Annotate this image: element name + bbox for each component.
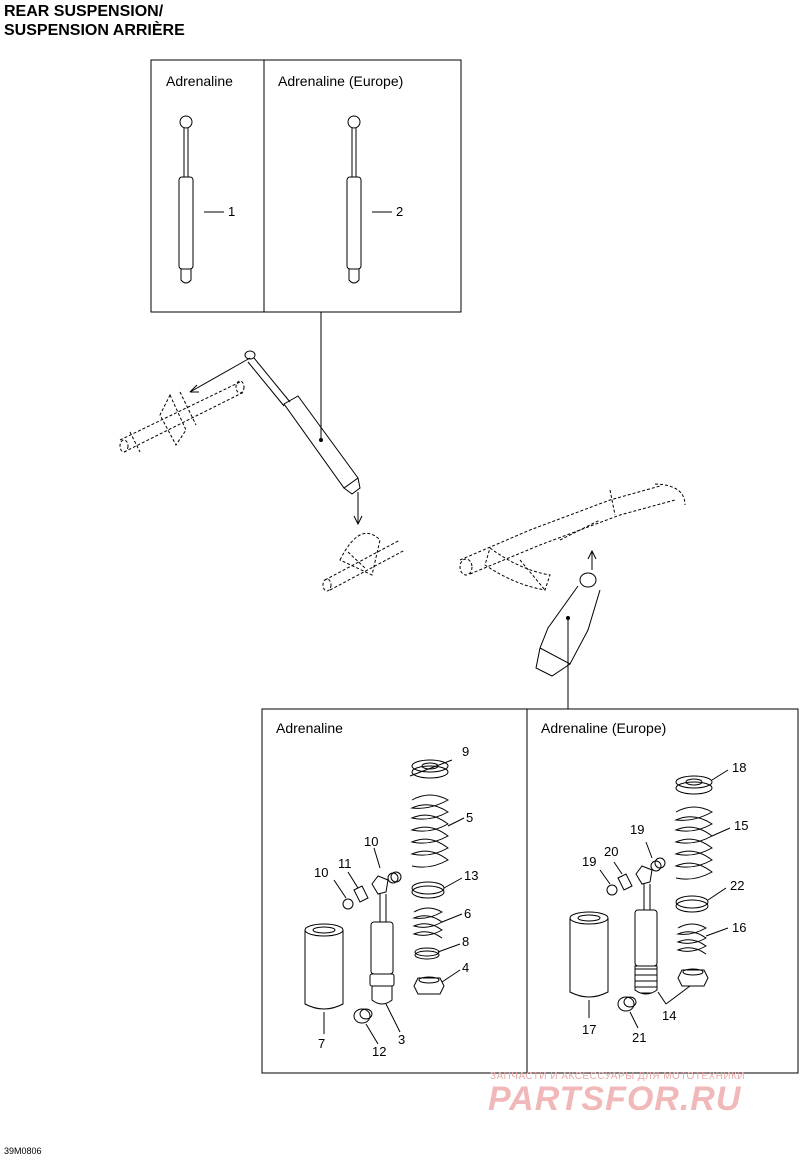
- watermark: ЗАПЧАСТИ И АКСЕССУАРЫ ДЛЯ МОТОТЕХНИКИ PA…: [488, 1071, 745, 1118]
- front-shock-part-2[interactable]: [346, 115, 362, 284]
- callout-2: 2: [396, 204, 403, 219]
- callout-14: 14: [662, 1008, 676, 1023]
- callout-11: 11: [338, 856, 352, 871]
- rear-arm-assembly: [459, 483, 686, 677]
- top-right-header: Adrenaline (Europe): [278, 73, 403, 89]
- callout-21: 21: [632, 1030, 646, 1045]
- rear-shock-box: Adrenaline Adrenaline (Europe): [261, 708, 799, 1074]
- part-19-bushing[interactable]: [606, 857, 666, 896]
- front-arm-assembly: [119, 350, 406, 592]
- part-7-boot[interactable]: [304, 923, 344, 1010]
- part-22-ring[interactable]: [675, 895, 709, 913]
- title-line-fr: SUSPENSION ARRIÈRE: [4, 22, 185, 39]
- top-shock-box: Adrenaline Adrenaline (Europe) 1 2: [150, 59, 462, 313]
- page-title: REAR SUSPENSION/ SUSPENSION ARRIÈRE: [4, 2, 185, 40]
- callout-8: 8: [462, 934, 469, 949]
- front-shock-part-1[interactable]: [178, 115, 194, 284]
- part-17-boot[interactable]: [569, 911, 609, 998]
- callout-13: 13: [464, 868, 478, 883]
- top-left-header: Adrenaline: [166, 73, 233, 89]
- callout-20: 20: [604, 844, 618, 859]
- callout-18: 18: [732, 760, 746, 775]
- part-14-adjuster[interactable]: [677, 968, 709, 987]
- part-9-retainer[interactable]: [411, 759, 449, 779]
- part-4-adjuster[interactable]: [413, 976, 445, 995]
- part-15-spring[interactable]: [674, 806, 714, 880]
- part-3-shock[interactable]: [369, 872, 399, 1005]
- callout-15: 15: [734, 818, 748, 833]
- callout-12: 12: [372, 1044, 386, 1059]
- title-line-en: REAR SUSPENSION/: [4, 3, 164, 20]
- callout-10b: 10: [314, 865, 328, 880]
- part-18-retainer[interactable]: [675, 775, 713, 795]
- callout-7: 7: [318, 1036, 325, 1051]
- callout-19a: 19: [630, 822, 644, 837]
- part-16-spring[interactable]: [676, 923, 708, 955]
- callout-5: 5: [466, 810, 473, 825]
- part-20-sleeve[interactable]: [617, 873, 633, 891]
- bottom-left-header: Adrenaline: [276, 720, 343, 736]
- callout-16: 16: [732, 920, 746, 935]
- part-5-spring[interactable]: [410, 794, 450, 868]
- part-21-bushing[interactable]: [617, 996, 637, 1012]
- callout-17: 17: [582, 1022, 596, 1037]
- callout-10a: 10: [364, 834, 378, 849]
- part-10-bushing[interactable]: [342, 871, 402, 910]
- callout-22: 22: [730, 878, 744, 893]
- document-code: 39M0806: [4, 1146, 42, 1156]
- callout-9: 9: [462, 744, 469, 759]
- part-12-bushing[interactable]: [353, 1008, 373, 1024]
- part-6-spring[interactable]: [412, 907, 444, 939]
- part-13-ring[interactable]: [411, 881, 445, 899]
- callout-19b: 19: [582, 854, 596, 869]
- bottom-right-header: Adrenaline (Europe): [541, 720, 666, 736]
- callout-4: 4: [462, 960, 469, 975]
- rear-shock-europe[interactable]: [634, 860, 662, 995]
- callout-1: 1: [228, 204, 235, 219]
- callout-3: 3: [398, 1032, 405, 1047]
- watermark-logo: PARTSFOR.RU: [488, 1080, 742, 1118]
- callout-6: 6: [464, 906, 471, 921]
- part-8-washer[interactable]: [414, 947, 440, 960]
- part-11-sleeve[interactable]: [353, 885, 369, 903]
- watermark-tagline: ЗАПЧАСТИ И АКСЕССУАРЫ ДЛЯ МОТОТЕХНИКИ: [490, 1071, 745, 1082]
